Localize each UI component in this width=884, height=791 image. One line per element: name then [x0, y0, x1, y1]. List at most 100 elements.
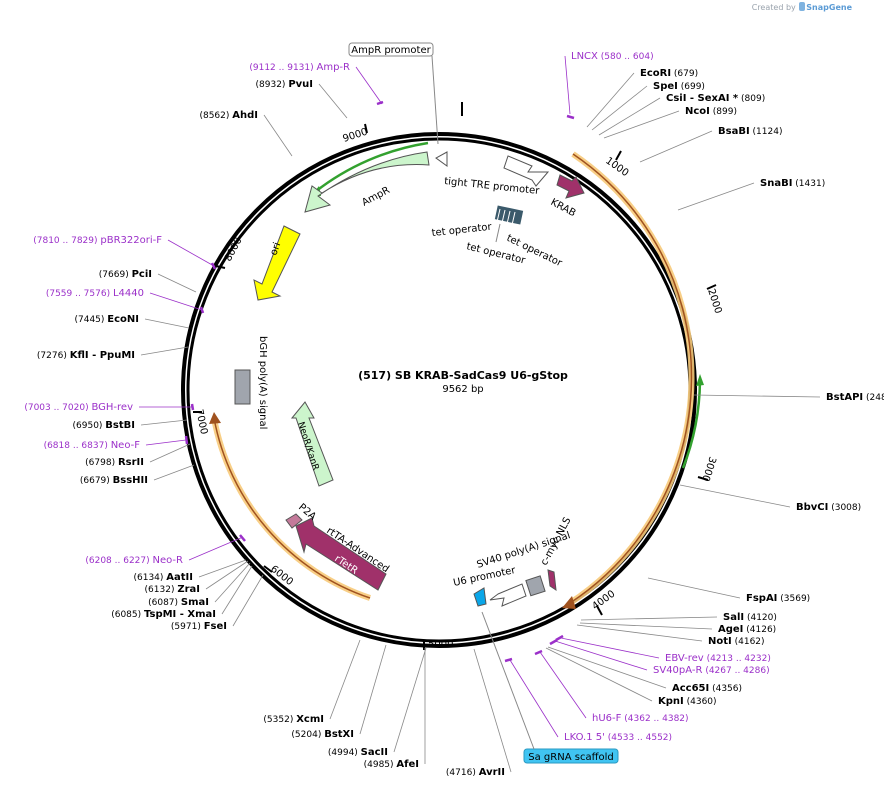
site-name: PvuI — [288, 79, 313, 90]
primer-label: (6818 .. 6837) Neo-F — [44, 440, 141, 451]
site-position: (699) — [678, 82, 705, 92]
primer-name: L4440 — [113, 288, 144, 299]
ampr-promoter-leader — [431, 55, 439, 145]
site-position: (4360) — [684, 697, 717, 707]
site-label: (5971) FseI — [171, 621, 227, 632]
site-label: (4994) SacII — [328, 747, 388, 758]
site-position: (4985) — [364, 760, 397, 770]
primer-name: EBV-rev — [665, 653, 704, 664]
site-position: (4120) — [744, 613, 777, 623]
snapgene-credit: Created by SnapGene — [752, 2, 852, 12]
site-name: CsiI - SexAI * — [666, 93, 739, 104]
site-name: NotI — [708, 636, 732, 647]
site-bstxi: (5204) BstXI — [291, 644, 387, 740]
u6-promoter-arrow — [473, 587, 487, 607]
site-noti: NotI (4162) — [576, 624, 765, 647]
tick-mark-9000 — [364, 123, 368, 134]
site-leader — [153, 464, 195, 481]
site-position: (4126) — [743, 625, 776, 635]
site-bstbi: (6950) BstBI — [73, 419, 188, 431]
site-name: ZraI — [177, 584, 200, 595]
site-leader — [603, 110, 680, 139]
site-bsshii: (6679) BssHII — [80, 464, 195, 486]
site-leader — [221, 565, 253, 615]
neo-arc-left-head — [209, 412, 221, 424]
site-name: NcoI — [685, 106, 710, 117]
site-position: (1431) — [792, 179, 825, 189]
primer-leader — [355, 66, 383, 105]
primer-mark — [566, 114, 575, 120]
site-name: BssHII — [113, 475, 148, 486]
site-snabi: SnaBI (1431) — [677, 178, 825, 211]
tick-label-9000: 9000 — [342, 127, 370, 145]
primer-lncx: LNCX (580 .. 604) — [564, 51, 654, 120]
site-leader — [591, 85, 648, 131]
primer-range: (9112 .. 9131) — [249, 63, 316, 73]
primer-name: LNCX — [571, 51, 598, 62]
site-leader — [393, 647, 427, 753]
site-csii: CsiI - SexAI * (809) — [598, 93, 765, 136]
site-rsrii: (6798) RsrII — [85, 443, 191, 468]
site-label: (5352) XcmI — [263, 714, 324, 725]
site-label: Acc65I (4356) — [672, 683, 742, 694]
site-leader — [547, 646, 667, 689]
site-ahdi: (8562) AhdI — [199, 110, 293, 157]
krab-arrow — [556, 174, 585, 199]
primer-range: (4362 .. 4382) — [621, 714, 688, 724]
green-arc-right-head — [696, 374, 704, 386]
site-position: (6679) — [80, 476, 113, 486]
backbone-outer-ring — [181, 132, 697, 648]
primer-label: LNCX (580 .. 604) — [571, 51, 654, 62]
primer-leader — [188, 536, 244, 561]
primer-leader — [167, 239, 215, 267]
credit-brand: SnapGene — [806, 3, 852, 12]
primer-range: (6818 .. 6837) — [44, 441, 111, 451]
primer-mark — [555, 634, 564, 642]
ori-label: ori — [268, 241, 283, 257]
site-aatii: (6134) AatII — [133, 559, 247, 583]
site-name: BstAPI — [826, 392, 863, 403]
site-leader — [140, 419, 188, 426]
site-smai: (6087) SmaI — [148, 562, 251, 608]
primer-hu6f: hU6-F (4362 .. 4382) — [534, 649, 689, 724]
snapgene-logo-icon — [799, 2, 806, 11]
site-label: NotI (4162) — [708, 636, 765, 647]
site-ecori: EcoRI (679) — [586, 68, 698, 128]
site-ncoi: NcoI (899) — [603, 106, 737, 139]
sadcas9-arc-right-line — [569, 153, 693, 604]
site-position: (6132) — [145, 585, 178, 595]
site-name: KflI - PpuMI — [70, 350, 135, 361]
primer-range: (4533 .. 4552) — [605, 733, 672, 743]
primer-name: Neo-F — [111, 440, 141, 451]
tick-label-5000: 5000 — [428, 639, 453, 650]
site-label: SnaBI (1431) — [760, 178, 825, 189]
primer-mark — [504, 657, 513, 663]
primer-mark — [534, 649, 543, 656]
primer-ampr_p: (9112 .. 9131) Amp-R — [249, 62, 384, 106]
tick-mark-3000 — [697, 476, 709, 481]
site-position: (2487) — [863, 393, 884, 403]
credit-prefix: Created by — [751, 3, 796, 12]
site-position: (679) — [671, 69, 698, 79]
primer-range: (7559 .. 7576) — [46, 289, 113, 299]
site-zrai: (6132) ZraI — [145, 560, 249, 595]
site-name: BsaBI — [718, 126, 750, 137]
site-label: CsiI - SexAI * (809) — [666, 93, 765, 104]
sadcas9-arc-right-head — [562, 596, 576, 609]
tick-mark-8000 — [215, 265, 226, 269]
site-pvui: (8932) PvuI — [256, 79, 348, 119]
site-label: (8562) AhdI — [199, 110, 258, 121]
ampr-promoter-label-box — [348, 42, 434, 57]
site-name: EcoRI — [640, 68, 671, 79]
p2a-arrow — [285, 513, 303, 529]
site-position: (6798) — [85, 458, 118, 468]
primer-label: (7559 .. 7576) L4440 — [46, 288, 144, 299]
ori-arrow — [253, 225, 301, 301]
primer-name: BGH-rev — [91, 402, 133, 413]
primer-leader — [560, 637, 660, 659]
site-leader — [198, 559, 247, 578]
krab-label: KRAB — [549, 197, 578, 219]
primer-labels: LNCX (580 .. 604)EBV-rev (4213 .. 4232)S… — [24, 51, 771, 743]
rtta-rtetr-arrow — [295, 517, 387, 591]
tick-mark-1000 — [615, 150, 622, 161]
